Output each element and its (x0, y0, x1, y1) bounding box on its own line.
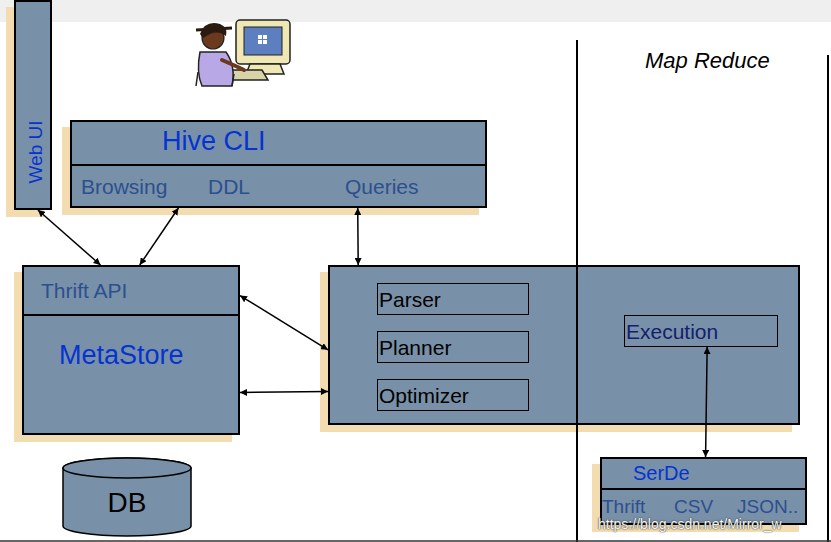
database-cylinder: DB (62, 457, 192, 537)
section-divider (24, 314, 238, 316)
separator-line (827, 55, 829, 542)
node-item: Browsing (81, 176, 167, 197)
node-item: DDL (208, 176, 250, 197)
connector-arrow (240, 391, 328, 392)
process-box: Optimizer (377, 379, 529, 411)
process-box: Parser (377, 283, 529, 315)
compiler-box: ParserPlannerOptimizer Execution (328, 265, 800, 425)
user-illustration (196, 20, 290, 86)
cylinder-top (63, 458, 191, 478)
node-item: Queries (345, 176, 419, 197)
node-title: Hive CLI (162, 128, 266, 155)
connector-arrow (38, 210, 101, 265)
node-title: Parser (379, 289, 441, 310)
node-item: Thrift (602, 497, 645, 516)
connector-arrow (357, 208, 359, 265)
node-title: Thrift API (41, 280, 127, 301)
metastore-box: Thrift API MetaStore (22, 265, 240, 435)
node-title: Web UI (26, 120, 45, 183)
node-title: Optimizer (379, 385, 469, 406)
serde-box: SerDeThrift CSV JSON.. (600, 457, 807, 525)
top-band (0, 0, 831, 22)
bottom-rule (0, 540, 831, 542)
node-item: MetaStore (59, 342, 184, 369)
cli-box: Hive CLI Browsing DDL Queries (70, 120, 487, 208)
node-title: Execution (626, 321, 718, 342)
connector-arrow (140, 208, 179, 265)
node-item: CSV (674, 497, 713, 516)
node-title: Planner (379, 337, 451, 358)
process-box: Execution (624, 315, 778, 347)
node-title: SerDe (633, 463, 690, 483)
node-item: JSON.. (737, 497, 798, 516)
process-box: Planner (377, 331, 529, 363)
node-title: DB (108, 489, 147, 517)
region-label: Map Reduce (645, 50, 770, 72)
connector-arrow (240, 296, 328, 350)
web-ui-box: Web UI (14, 0, 52, 210)
cylinder-body (63, 458, 191, 536)
watermark: https://blog.csdn.net/Mirror_w (598, 517, 782, 531)
section-divider (602, 488, 805, 490)
section-divider (72, 164, 485, 166)
